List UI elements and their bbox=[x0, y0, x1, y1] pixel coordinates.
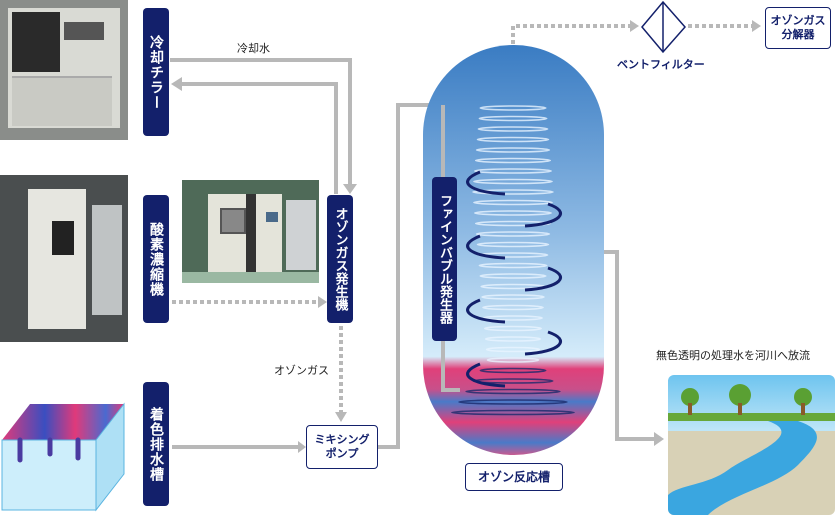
swirl-arrow bbox=[524, 330, 562, 356]
swirl-arrow bbox=[466, 362, 506, 388]
bubble-ring bbox=[482, 304, 544, 311]
swirl-arrow bbox=[466, 298, 506, 324]
ozone-reaction-tank-text: オゾン反応槽 bbox=[477, 470, 550, 484]
bubble-ring bbox=[475, 147, 551, 153]
bubble-ring bbox=[473, 199, 553, 206]
arrow-head bbox=[335, 412, 347, 422]
swirl-arrow bbox=[466, 170, 506, 196]
mixing-pump-label-line2: ポンプ bbox=[325, 447, 359, 460]
bubble-ring bbox=[458, 399, 568, 405]
bubble-ring bbox=[474, 157, 552, 164]
ozone-reaction-tank-label: オゾン反応槽 bbox=[465, 463, 563, 491]
bubble-ring bbox=[473, 178, 553, 185]
swirl-arrow bbox=[524, 266, 562, 292]
bubble-ring bbox=[481, 294, 545, 300]
bubble-ring bbox=[477, 126, 549, 132]
arrow-head bbox=[343, 184, 357, 194]
oxygen-concentrator-label: 酸素濃縮機 bbox=[143, 195, 169, 323]
arrow-head bbox=[318, 296, 327, 308]
ozone-decomposer-box: オゾンガス 分解器 bbox=[765, 7, 831, 49]
chiller-photo bbox=[0, 0, 128, 140]
ozone-reaction-tank bbox=[423, 45, 604, 455]
arrow-head bbox=[630, 20, 639, 32]
discharge-caption: 無色透明の処理水を河川へ放流 bbox=[656, 349, 810, 362]
cooling-water-caption: 冷却水 bbox=[237, 42, 270, 55]
bubble-ring bbox=[475, 231, 551, 237]
bubble-ring bbox=[485, 346, 541, 353]
arrow-head bbox=[752, 20, 761, 32]
bubble-ring bbox=[483, 325, 543, 332]
bubble-ring bbox=[472, 189, 554, 195]
colored-wastewater-cube bbox=[0, 400, 128, 512]
arrow-head bbox=[171, 77, 182, 91]
bubble-ring bbox=[465, 388, 561, 395]
mixing-pump-box: ミキシング ポンプ bbox=[306, 425, 378, 469]
bubble-ring bbox=[474, 220, 552, 227]
bubble-ring bbox=[484, 336, 542, 342]
ozone-gas-caption: オゾンガス bbox=[274, 364, 329, 377]
fine-bubble-swirls bbox=[451, 105, 575, 416]
bubble-ring bbox=[478, 262, 548, 269]
bubble-ring bbox=[476, 136, 550, 143]
chiller-label: 冷却チラー bbox=[143, 8, 169, 136]
ozone-decomposer-label-line2: 分解器 bbox=[781, 28, 815, 41]
river-illustration bbox=[668, 375, 835, 515]
fine-bubble-generator-label: ファインバブル発生器 bbox=[432, 177, 457, 341]
bubble-ring bbox=[479, 105, 547, 111]
bubble-ring bbox=[478, 115, 548, 122]
swirl-arrow bbox=[466, 234, 506, 260]
arrow-head bbox=[654, 432, 664, 446]
oxygen-concentrator-photo bbox=[0, 175, 128, 342]
cooling-water-supply-line bbox=[170, 58, 352, 186]
bubble-ring bbox=[476, 241, 550, 248]
mixing-pump-label-line1: ミキシング bbox=[314, 433, 370, 446]
bubble-ring bbox=[474, 168, 552, 174]
bubble-ring bbox=[486, 357, 540, 363]
colored-wastewater-tank-label: 着色排水槽 bbox=[143, 382, 169, 506]
swirl-arrow bbox=[524, 202, 562, 228]
arrow-head bbox=[298, 441, 306, 453]
bubble-ring bbox=[474, 210, 552, 216]
bubble-ring bbox=[451, 409, 575, 416]
ozone-generator-label: オゾンガス発生機 bbox=[327, 195, 353, 323]
vent-filter-label: ベントフィルター bbox=[617, 58, 705, 71]
vent-filter-icon bbox=[641, 0, 686, 54]
bubble-ring bbox=[479, 273, 547, 279]
bubble-ring bbox=[479, 367, 547, 374]
ozone-decomposer-label-line1: オゾンガス bbox=[770, 14, 826, 27]
ozone-generator-photo bbox=[182, 180, 319, 283]
cooling-water-return-line bbox=[182, 82, 338, 194]
